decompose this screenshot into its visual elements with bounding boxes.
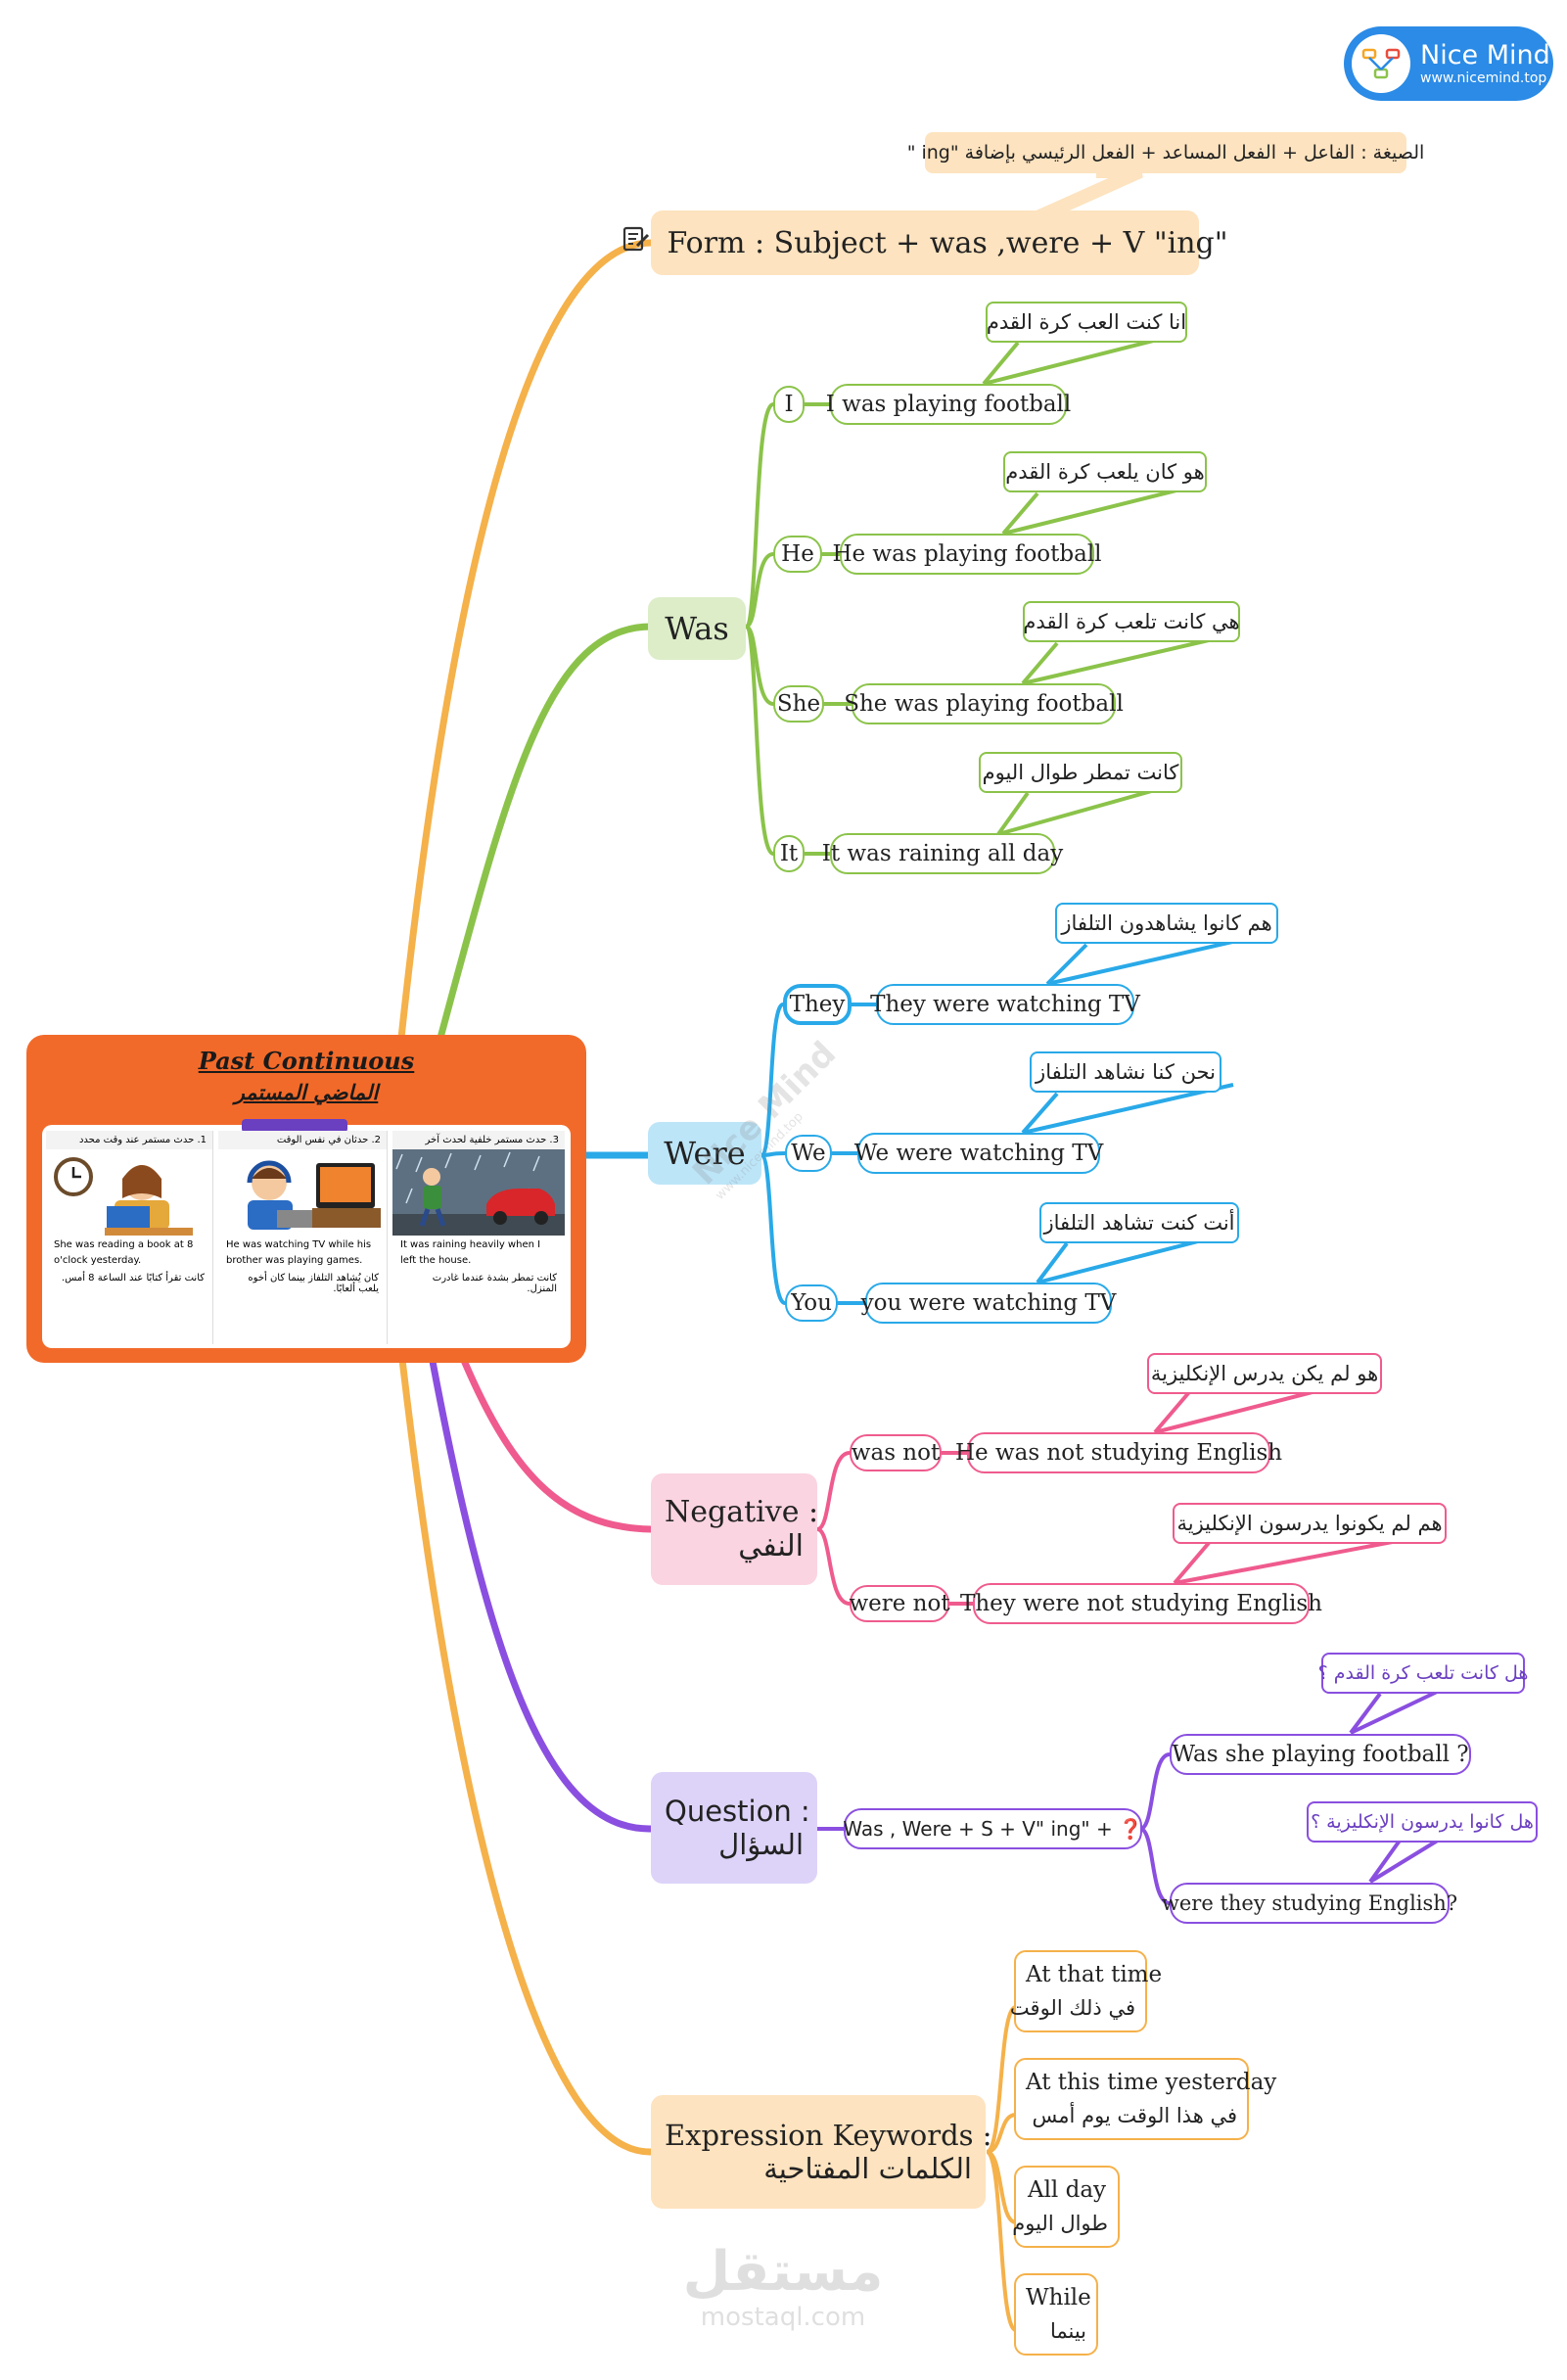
card-example-ar: كان يُشاهد التلفاز بينما كان أخوه يلعب أ… bbox=[248, 1273, 379, 1294]
subject-it[interactable]: It bbox=[773, 835, 805, 872]
card-example-en: He was watching TV while his brother was… bbox=[226, 1239, 372, 1266]
keywords-label-en: Expression Keywords : bbox=[665, 2119, 992, 2152]
sentence-it[interactable]: It was raining all day bbox=[822, 833, 1063, 874]
card-example-en: She was reading a book at 8 o'clock yest… bbox=[54, 1239, 194, 1266]
clock-reading-illustration bbox=[46, 1149, 212, 1236]
card-example-ar: كانت تقرأ كتابًا عند الساعة 8 أمس. bbox=[61, 1273, 205, 1283]
logo-name: Nice Mind bbox=[1420, 40, 1550, 70]
negative-label-ar: النفي bbox=[738, 1529, 804, 1563]
card-heading: 3. حدث مستمر خلفية لحدث آخر bbox=[392, 1131, 565, 1149]
rain-street-illustration bbox=[392, 1149, 565, 1236]
were-label: Were bbox=[664, 1135, 746, 1172]
keyword-en: All day bbox=[1027, 2177, 1107, 2203]
sentence-she[interactable]: She was playing football bbox=[844, 683, 1124, 724]
translation-were-not: هم لم يكونوا يدرسون الإنكليزية bbox=[1173, 1503, 1447, 1544]
keyword-ar: في هذا الوقت يوم أمس bbox=[1032, 2104, 1237, 2127]
translation-was-she: هل كانت تلعب كرة القدم ؟ bbox=[1318, 1653, 1528, 1694]
keyword-ar: في ذلك الوقت bbox=[1009, 1996, 1135, 2020]
subject-they[interactable]: They bbox=[783, 984, 852, 1025]
subject-we[interactable]: We bbox=[785, 1135, 832, 1172]
question-label-en: Question : bbox=[665, 1795, 810, 1828]
central-infographic: 1. حدث مستمر عند وقت محدد She was readin… bbox=[42, 1119, 571, 1348]
keyword-all-day[interactable]: All day طوال اليوم bbox=[1012, 2166, 1120, 2248]
translation-were-they: هل كانوا يدرسون الإنكليزية ؟ bbox=[1307, 1801, 1538, 1843]
edit-note-icon bbox=[622, 224, 651, 261]
mostaql-watermark: مستقل mostaql.com bbox=[666, 2242, 900, 2340]
translation-you: أنت كنت تشاهد التلفاز bbox=[1039, 1202, 1239, 1243]
example-card-1: 1. حدث مستمر عند وقت محدد She was readin… bbox=[46, 1131, 213, 1344]
keyword-en: At this time yesterday bbox=[1026, 2070, 1277, 2095]
card-example-en: It was raining heavily when I left the h… bbox=[400, 1239, 541, 1266]
central-title-ar: الماضي المستمر bbox=[234, 1081, 379, 1104]
infographic-tab bbox=[242, 1119, 347, 1133]
question-node[interactable]: Question : السؤال bbox=[651, 1772, 817, 1884]
question-was-she[interactable]: Was she playing football ? bbox=[1170, 1734, 1471, 1775]
form-note: الصيغة : الفاعل + الفعل المساعد + الفعل … bbox=[907, 132, 1424, 173]
translation-she: هي كانت تلعب كرة القدم bbox=[1023, 601, 1240, 642]
negative-node[interactable]: Negative : النفي bbox=[651, 1473, 819, 1585]
mostaql-url: mostaql.com bbox=[700, 2303, 866, 2332]
negative-label-en: Negative : bbox=[665, 1495, 819, 1529]
example-card-3: 3. حدث مستمر خلفية لحدث آخر It was raini… bbox=[392, 1131, 565, 1344]
logo-url: www.nicemind.top bbox=[1420, 70, 1547, 86]
subject-she[interactable]: She bbox=[773, 685, 824, 723]
sentence-was-not[interactable]: He was not studying English bbox=[955, 1432, 1282, 1473]
keyword-ar: طوال اليوم bbox=[1012, 2212, 1108, 2235]
logo-icon bbox=[1352, 34, 1410, 93]
form-node[interactable]: Form : Subject + was ,were + V "ing" bbox=[623, 210, 1228, 275]
question-form-text: Was , Were + S + V" ing" + bbox=[843, 1817, 1113, 1841]
keyword-ar: بينما bbox=[1049, 2319, 1086, 2343]
sentence-they[interactable]: They were watching TV bbox=[870, 984, 1140, 1025]
mostaql-brand: مستقل bbox=[682, 2240, 884, 2304]
was-label: Was bbox=[665, 610, 729, 647]
key-was-not[interactable]: was not bbox=[850, 1434, 942, 1471]
sentence-we[interactable]: We were watching TV bbox=[854, 1133, 1103, 1174]
were-node[interactable]: Were bbox=[648, 1122, 761, 1185]
sentence-he[interactable]: He was playing football bbox=[832, 534, 1102, 575]
translation-they: هم كانوا يشاهدون التلفاز bbox=[1055, 903, 1278, 944]
central-title-en: Past Continuous bbox=[198, 1047, 415, 1075]
question-form[interactable]: Was , Were + S + V" ing" + ❓ bbox=[843, 1808, 1143, 1849]
keywords-node[interactable]: Expression Keywords : الكلمات المفتاحية bbox=[651, 2095, 992, 2209]
sentence-were-not[interactable]: They were not studying English bbox=[960, 1583, 1322, 1624]
translation-it: كانت تمطر طوال اليوم bbox=[979, 752, 1182, 793]
nice-mind-logo: Nice Mind www.nicemind.top bbox=[1344, 26, 1553, 101]
keywords-label-ar: الكلمات المفتاحية bbox=[763, 2152, 972, 2185]
tv-gaming-illustration bbox=[218, 1149, 387, 1236]
card-heading: 2. حدثان في نفس الوقت bbox=[218, 1131, 387, 1149]
subject-he[interactable]: He bbox=[773, 536, 822, 573]
form-label: Form : Subject + was ,were + V "ing" bbox=[667, 225, 1228, 260]
keyword-at-that-time[interactable]: At that time في ذلك الوقت bbox=[1009, 1950, 1163, 2032]
example-card-2: 2. حدثان في نفس الوقت He was watching TV… bbox=[218, 1131, 388, 1344]
translation-he: هو كان يلعب كرة القدم bbox=[1003, 451, 1207, 492]
key-were-not[interactable]: were not bbox=[849, 1585, 950, 1622]
keyword-en: At that time bbox=[1026, 1962, 1163, 1987]
question-label-ar: السؤال bbox=[718, 1828, 804, 1861]
sentence-i[interactable]: I was playing football bbox=[826, 384, 1071, 425]
was-node[interactable]: Was bbox=[648, 597, 746, 660]
question-were-they[interactable]: were they studying English? bbox=[1162, 1883, 1457, 1924]
subject-i[interactable]: I bbox=[773, 386, 805, 423]
keyword-at-this-time-yesterday[interactable]: At this time yesterday في هذا الوقت يوم … bbox=[1014, 2058, 1277, 2140]
sentence-you[interactable]: you were watching TV bbox=[861, 1283, 1116, 1324]
translation-was-not: هو لم يكن يدرس الإنكليزية bbox=[1147, 1353, 1382, 1394]
translation-i: انا كنت العب كرة القدم bbox=[986, 302, 1187, 343]
translation-we: نحن كنا نشاهد التلفاز bbox=[1030, 1051, 1221, 1093]
keyword-while[interactable]: While بينما bbox=[1014, 2273, 1098, 2356]
central-topic[interactable]: Past Continuous الماضي المستمر 1. حدث مس… bbox=[26, 1035, 586, 1363]
question-mark-icon: ❓ bbox=[1118, 1817, 1143, 1841]
keyword-en: While bbox=[1026, 2285, 1091, 2310]
subject-you[interactable]: You bbox=[785, 1284, 838, 1322]
card-heading: 1. حدث مستمر عند وقت محدد bbox=[46, 1131, 212, 1149]
card-example-ar: كانت تمطر بشدة عندما غادرت المنزل. bbox=[432, 1273, 557, 1294]
